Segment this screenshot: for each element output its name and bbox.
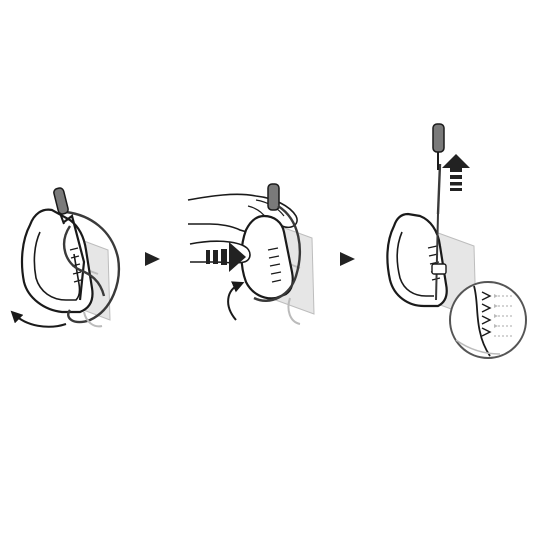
carabiner-inner xyxy=(396,231,434,297)
panel-step-3 xyxy=(386,123,527,359)
carabiner-inner xyxy=(33,231,81,301)
cord xyxy=(436,163,442,215)
stand-line xyxy=(287,297,301,325)
step-arrow-icon xyxy=(340,252,355,266)
tool-shaft xyxy=(59,212,65,225)
panel-step-1 xyxy=(10,187,121,328)
pull-up-arrow-icon xyxy=(442,154,470,191)
rotate-arrow-icon xyxy=(10,310,67,328)
gate-spine xyxy=(63,214,86,301)
magnifier-lens-icon xyxy=(449,281,527,359)
cord-tail xyxy=(435,213,439,301)
tool-handle xyxy=(53,187,69,215)
tool-handle xyxy=(432,123,445,153)
panel-step-2 xyxy=(187,183,315,325)
cord-loop xyxy=(63,225,106,297)
push-arrow-icon xyxy=(206,242,246,272)
step-arrow-icon xyxy=(145,252,160,266)
cord xyxy=(253,204,301,302)
spine-teeth xyxy=(267,247,282,283)
carabiner xyxy=(20,208,94,314)
spine-teeth xyxy=(427,245,441,281)
cord xyxy=(65,210,121,324)
tool-handle xyxy=(267,183,280,211)
stand-line xyxy=(83,311,103,328)
spine-teeth xyxy=(69,247,82,283)
cord-clamp xyxy=(431,263,447,275)
rotate-arrow-icon xyxy=(227,281,245,321)
